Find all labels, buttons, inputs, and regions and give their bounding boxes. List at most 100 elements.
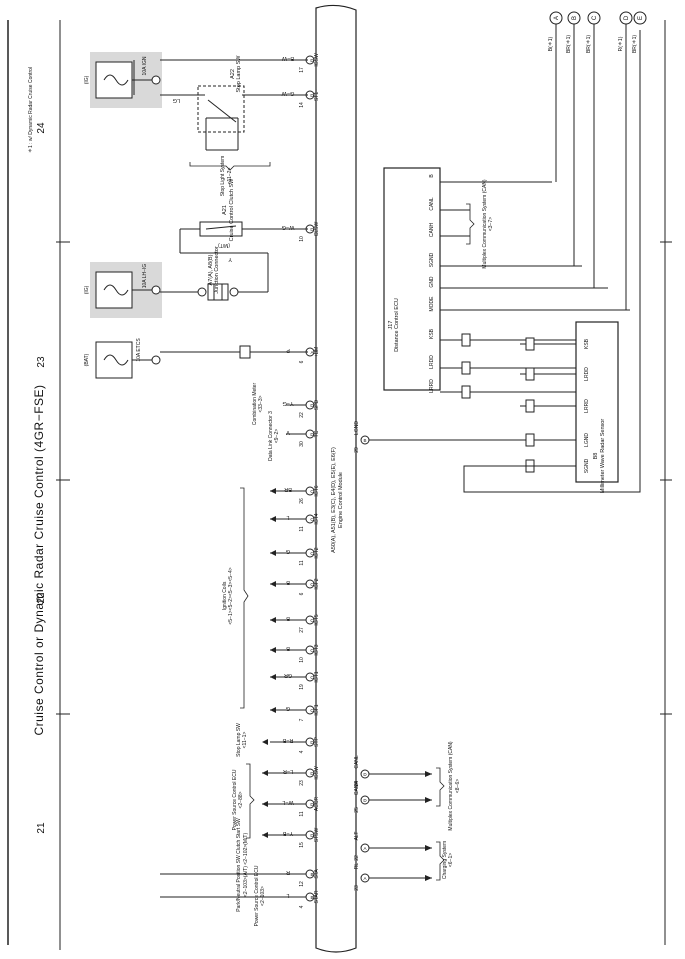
can-brace-top xyxy=(466,203,475,245)
distance-control-ecu: J17 Distance Control ECU xyxy=(383,167,441,391)
radar-pin-name: LRRD xyxy=(584,399,590,413)
ecm-pin-number: 4 xyxy=(299,750,305,753)
ecm-pin-signal: ST1− xyxy=(314,89,320,101)
connector-block xyxy=(525,433,535,447)
ecm-pin-signal: STP xyxy=(314,736,320,746)
ref-label-power-source-2: Power Source Control ECU xyxy=(232,769,238,830)
ref-label-stop-light-system: Stop Light System xyxy=(220,156,226,197)
ecm-pin-circle xyxy=(305,548,315,558)
distance-ecu-pin-name: CANH xyxy=(429,223,435,238)
off-page-connector: DR(＊1) xyxy=(618,11,633,310)
distance-ecu-pin-name: LRDD xyxy=(429,355,435,369)
ecm-pin-number: 30 xyxy=(299,441,305,447)
ecm-pin-circle xyxy=(305,768,315,778)
off-page-id: A xyxy=(554,16,560,20)
stop-lamp-sw-id: A22 xyxy=(230,69,236,79)
distance-ecu-pin: B xyxy=(429,174,552,183)
ecm-right-pin-number: 29 xyxy=(354,447,360,453)
off-page-wire: BR(＊1) xyxy=(586,35,592,53)
ref-code-power-source-1: <2−103> xyxy=(260,886,266,906)
ecm-wire-color: V xyxy=(286,429,290,435)
ecm-pin-circle xyxy=(305,400,315,410)
ecm-pin-number: 11 xyxy=(299,811,305,816)
wire-arrow xyxy=(270,516,276,522)
ecm-pin-circle xyxy=(305,705,315,715)
ref-label-can-1: Multiplex Communication System (CAN) xyxy=(448,741,454,831)
wire-arrow xyxy=(425,845,432,851)
ref-code-can-1: <8−6> xyxy=(455,779,461,793)
ref-label-power-source-1: Power Source Control ECU xyxy=(254,865,260,926)
ecm-pin-circle xyxy=(305,737,315,747)
ecm-right-pin-number: 24 xyxy=(354,781,360,787)
mt-label: (M/T) xyxy=(218,242,230,248)
off-page-id: B xyxy=(572,16,578,20)
ecm-pin-number: 4 xyxy=(299,905,305,908)
ecm-pin-number: 7 xyxy=(299,718,305,721)
ecm-pin-circle xyxy=(305,830,315,840)
ecm-block xyxy=(315,4,357,953)
ecm-pin-signal: SPD xyxy=(314,399,320,410)
ecm-wire-color: B xyxy=(286,645,290,651)
ecm-pin-signal: IGSW xyxy=(314,53,320,67)
clutch-sw-id: A21 xyxy=(222,205,228,215)
fuse-box: 10A LH−IG(IG) xyxy=(84,262,162,318)
off-page-wire: BR(＊1) xyxy=(632,35,638,53)
off-page-connector: AB(＊1) xyxy=(548,11,563,182)
wire-arrow xyxy=(270,581,276,587)
ecm-pin-signal: +BM xyxy=(314,347,320,357)
ref-label-charging-system: Charging System xyxy=(442,841,448,879)
wire-lg: LG xyxy=(173,97,180,103)
ecm-wire-color: R xyxy=(286,869,290,875)
ecm-pin-row: A 6 +BM P xyxy=(286,347,320,364)
wire-arrow xyxy=(270,617,276,623)
ecm-wire-color: BR xyxy=(284,486,292,492)
connector-block xyxy=(461,333,471,347)
wire-arrow xyxy=(270,550,276,556)
distance-ecu-pin-name: SGND xyxy=(429,252,435,267)
ecm-right-connector-letter: A xyxy=(363,876,366,881)
wire-arrow xyxy=(425,797,432,803)
distance-ecu-pin: MODE xyxy=(429,296,630,312)
ecm-pin-signal: IGT1 xyxy=(314,671,320,682)
ecm-right-signal: CANH xyxy=(354,781,360,796)
diagram-title: Cruise Control or Dynamic Radar Cruise C… xyxy=(32,384,46,735)
ecm-connector-letter: D xyxy=(310,403,314,408)
ecm-pin-number: 6 xyxy=(299,360,305,363)
fuse-box: 10A ETCS(BAT) xyxy=(84,338,161,379)
ecm-connector-letter: C xyxy=(310,675,314,680)
distance-ecu-pin: LRRD xyxy=(429,379,576,393)
distance-ecu-pin-name: B xyxy=(429,174,435,178)
distance-ecu-pin: LRDD xyxy=(429,355,576,369)
ecm-wire-color: P xyxy=(286,347,290,353)
radar-pin-name: SGND xyxy=(584,458,590,473)
ecm-pin-signal: IGF1 xyxy=(314,704,320,715)
ecm-right-signal: LGND xyxy=(354,421,360,435)
ecm-pin-signal: STSW xyxy=(314,828,320,843)
ecm-pin-signal: IGF2 xyxy=(314,578,320,589)
distance-ecu-pin-name: LRRD xyxy=(429,379,435,393)
section-number-22: 22 xyxy=(36,592,47,604)
distance-ecu-pin: CANH xyxy=(429,223,470,238)
ecm-pin-number: 10 xyxy=(299,236,305,242)
fuse-symbol xyxy=(103,354,129,366)
ecm-wire-color: B xyxy=(286,615,290,621)
ref-code-power-source-2: <2−88> xyxy=(238,791,244,808)
power-source-brace xyxy=(246,763,255,839)
radar-name: Millimeter Wave Radar Sensor xyxy=(600,419,606,494)
ecm-connector-letter: A xyxy=(310,350,313,355)
ecm-pin-circle xyxy=(305,514,315,524)
off-page-wire: R(＊1) xyxy=(618,36,624,51)
off-page-id: C xyxy=(592,15,598,20)
ecm-name: A50(A), A51(B), E3(C), E4(D), E5(E), E6(… xyxy=(331,447,337,553)
section-number-24: 24 xyxy=(36,122,47,134)
wire-arrow xyxy=(270,647,276,653)
distance-ecu-pin-name: GND xyxy=(429,276,435,288)
junction-name: Junction Connector xyxy=(214,246,220,294)
